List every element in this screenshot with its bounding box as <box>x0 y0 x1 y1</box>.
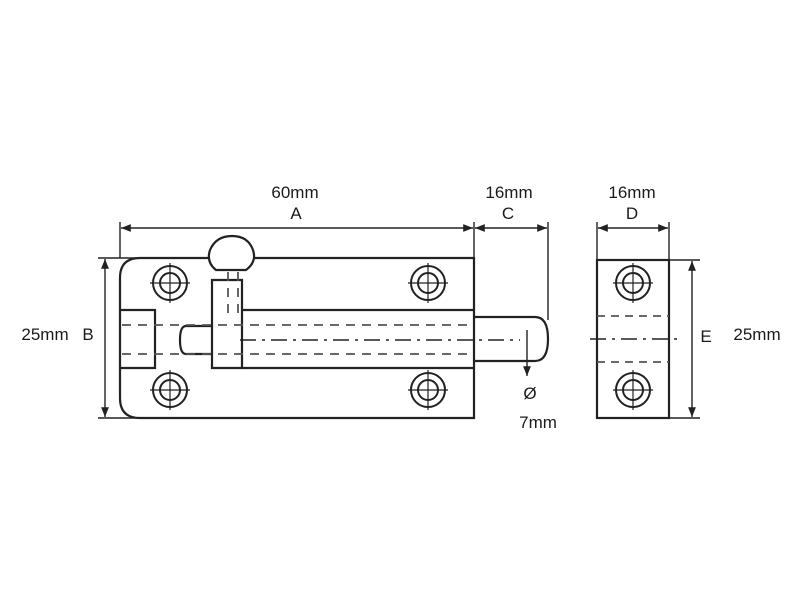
dim-e-value: 25mm <box>733 325 780 344</box>
keeper-screw-hole <box>613 370 653 410</box>
knob-ball <box>207 234 256 272</box>
dim-b-letter: B <box>82 325 93 344</box>
keeper-screw-hole <box>613 263 653 303</box>
dim-a-value: 60mm <box>271 183 318 202</box>
screw-hole <box>150 370 190 410</box>
diameter-symbol: Ø <box>523 384 536 403</box>
baseplate-outline <box>118 256 476 420</box>
bolt-rod <box>474 315 550 363</box>
knob-stem <box>210 278 244 370</box>
dim-b-value: 25mm <box>21 325 68 344</box>
screw-hole <box>408 370 448 410</box>
hidden-lines <box>122 272 474 355</box>
keeper <box>590 258 680 420</box>
dim-c-letter: C <box>502 204 514 223</box>
screw-holes <box>150 263 448 410</box>
dimension-lines <box>98 222 700 419</box>
screw-hole <box>408 263 448 303</box>
dim-d-letter: D <box>626 204 638 223</box>
screw-hole <box>150 263 190 303</box>
dim-e-letter: E <box>700 327 711 346</box>
left-guide <box>178 324 212 356</box>
bolt-body <box>118 256 550 420</box>
dim-c-value: 16mm <box>485 183 532 202</box>
diameter-value: 7mm <box>519 413 557 432</box>
rod-housing <box>242 308 474 370</box>
dim-d-value: 16mm <box>608 183 655 202</box>
knob <box>207 234 256 272</box>
left-slot <box>120 308 157 370</box>
dim-a-letter: A <box>290 204 302 223</box>
